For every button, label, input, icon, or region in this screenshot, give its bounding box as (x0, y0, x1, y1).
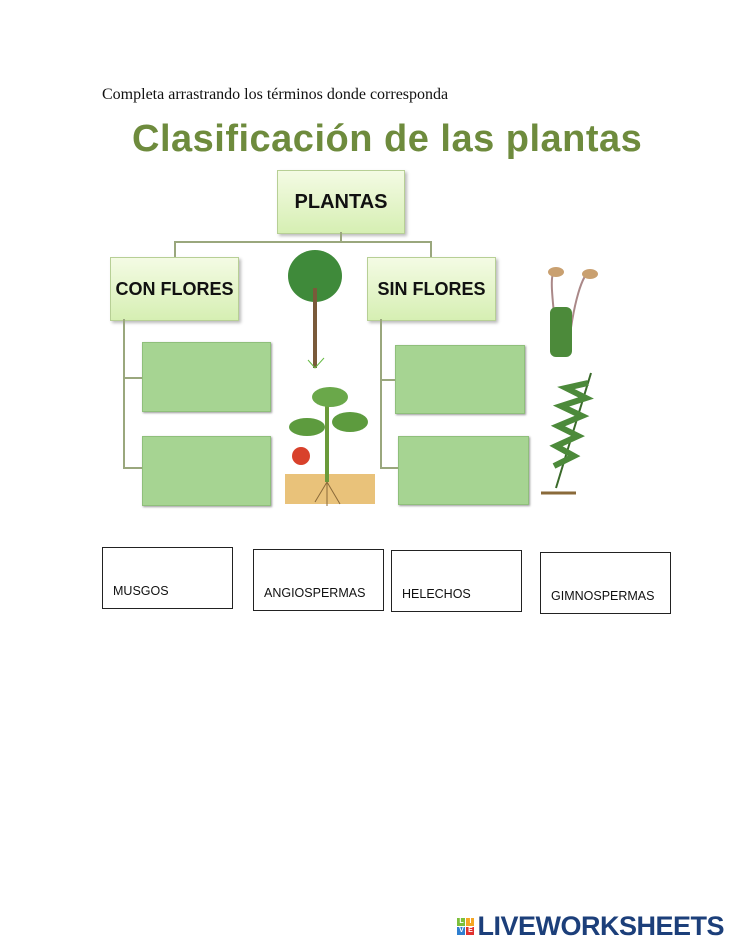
connector (174, 241, 432, 243)
liveworksheets-logo: L I V E LIVEWORKSHEETS (457, 911, 724, 942)
term-card-musgos[interactable]: MUSGOS (102, 547, 233, 609)
branch-box-con-flores: CON FLORES (110, 257, 239, 321)
connector (123, 319, 125, 468)
drop-zone-con-flores-1[interactable] (142, 342, 271, 412)
instruction-text: Completa arrastrando los términos donde … (102, 86, 449, 103)
flowering-plant-illustration (285, 387, 375, 506)
connector (174, 241, 176, 257)
logo-text: LIVEWORKSHEETS (477, 911, 724, 941)
moss-illustration (548, 267, 598, 357)
root-box-plantas: PLANTAS (277, 170, 405, 234)
fern-illustration (541, 372, 594, 495)
connector (123, 377, 142, 379)
connector (430, 241, 432, 257)
term-card-helechos[interactable]: HELECHOS (391, 550, 522, 612)
drop-zone-sin-flores-1[interactable] (395, 345, 525, 414)
drop-zone-con-flores-2[interactable] (142, 436, 271, 506)
connector (123, 467, 142, 469)
drop-zone-sin-flores-2[interactable] (398, 436, 529, 505)
connector (380, 467, 398, 469)
connector (380, 319, 382, 468)
branch-box-sin-flores: SIN FLORES (367, 257, 496, 321)
connector (380, 379, 395, 381)
logo-icon: L I V E (457, 918, 475, 935)
pine-tree-illustration (288, 250, 342, 369)
connector (340, 232, 342, 242)
diagram-title: Clasificación de las plantas (132, 118, 643, 160)
term-card-angiospermas[interactable]: ANGIOSPERMAS (253, 549, 384, 611)
term-card-gimnospermas[interactable]: GIMNOSPERMAS (540, 552, 671, 614)
